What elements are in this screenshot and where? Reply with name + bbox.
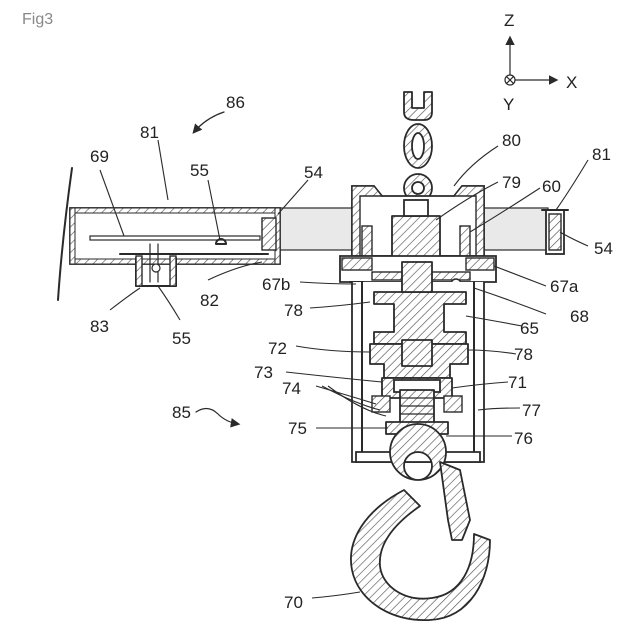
label-75: 75 <box>288 419 307 438</box>
label-82: 82 <box>200 291 219 310</box>
label-86: 86 <box>226 93 245 112</box>
label-55-bottom: 55 <box>172 329 191 348</box>
label-77: 77 <box>522 401 541 420</box>
arrow-86 <box>194 112 224 132</box>
shaft-head <box>402 262 432 292</box>
label-73: 73 <box>254 363 273 382</box>
label-54-left: 54 <box>304 163 323 182</box>
y-axis-label: Y <box>503 95 514 114</box>
z-axis-label: Z <box>504 11 514 30</box>
label-76: 76 <box>514 429 533 448</box>
label-74: 74 <box>282 379 301 398</box>
label-80: 80 <box>502 131 521 150</box>
label-78-right: 78 <box>514 345 533 364</box>
glass-pane-center <box>278 208 356 250</box>
label-71: 71 <box>508 373 527 392</box>
glass-pane-right <box>478 208 548 250</box>
x-axis-label: X <box>566 73 577 92</box>
label-55-top: 55 <box>190 161 209 180</box>
label-83: 83 <box>90 317 109 336</box>
label-67a: 67a <box>550 277 579 296</box>
coordinate-axes: Z X Y <box>503 11 577 114</box>
label-65: 65 <box>520 319 539 338</box>
chain <box>404 92 432 202</box>
label-72: 72 <box>268 339 287 358</box>
label-67b: 67b <box>262 275 290 294</box>
label-81-left: 81 <box>140 123 159 142</box>
figure-label: Fig3 <box>22 11 53 28</box>
label-85: 85 <box>172 403 191 422</box>
label-69: 69 <box>90 147 109 166</box>
label-81-right: 81 <box>592 145 611 164</box>
arrow-85 <box>196 408 238 424</box>
right-carrier <box>542 210 568 254</box>
label-79: 79 <box>502 173 521 192</box>
label-54-right: 54 <box>594 239 613 258</box>
label-70: 70 <box>284 593 303 612</box>
label-78-left: 78 <box>284 301 303 320</box>
left-carrier <box>70 208 280 286</box>
label-60: 60 <box>542 177 561 196</box>
label-68: 68 <box>570 307 589 326</box>
